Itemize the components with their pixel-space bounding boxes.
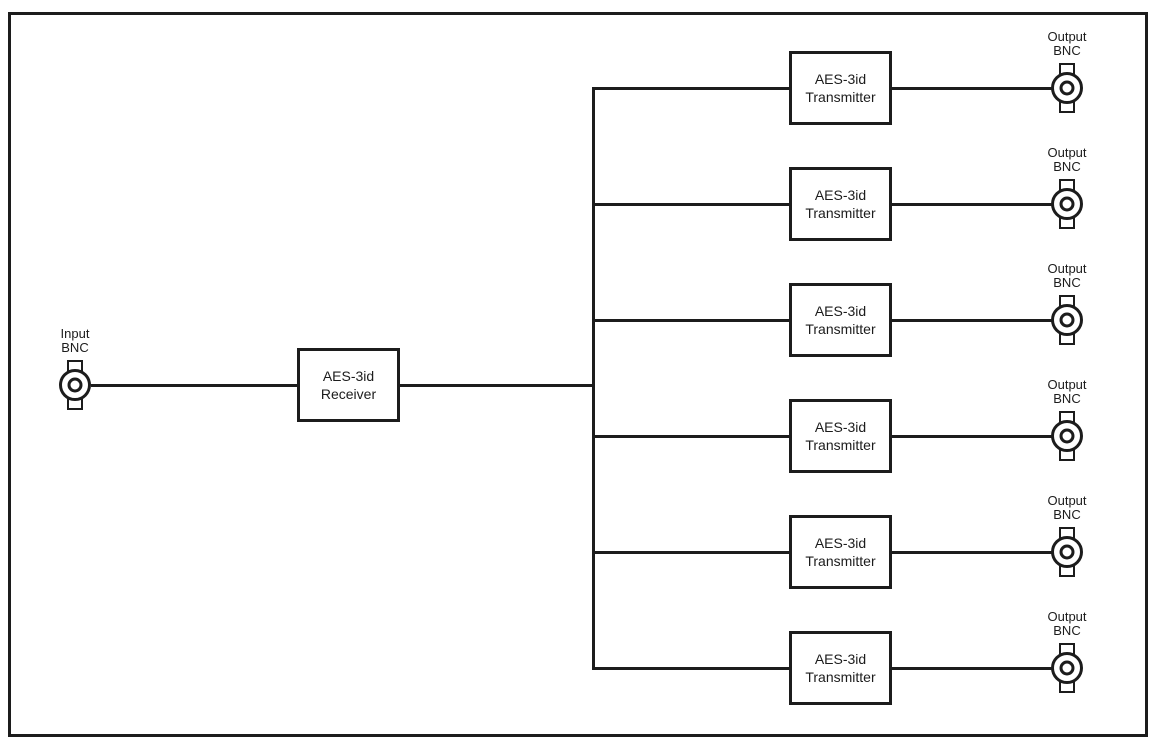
diagram-border: [8, 12, 1148, 737]
transmitter-label-line1: AES-3id: [814, 651, 867, 667]
bnc-inner-ring: [1059, 80, 1075, 96]
output-bnc-label-line1: Output: [1047, 377, 1087, 392]
output-bnc-label-line1: Output: [1047, 609, 1087, 624]
transmitter-to-output-line: [892, 318, 1053, 322]
bnc-outer-ring: [1051, 420, 1083, 452]
output-bnc-connector-icon: [1051, 179, 1083, 229]
output-bnc-label-line2: BNC: [1053, 275, 1081, 290]
bus-to-transmitter-line: [592, 666, 789, 670]
transmitter-to-output-line: [892, 202, 1053, 206]
output-bnc-label-line2: BNC: [1053, 43, 1081, 58]
output-bnc-label: Output BNC: [1027, 378, 1107, 406]
output-bnc-label-line2: BNC: [1053, 159, 1081, 174]
bnc-inner-ring: [1059, 196, 1075, 212]
output-bnc-label: Output BNC: [1027, 262, 1107, 290]
transmitter-to-output-line: [892, 666, 1053, 670]
transmitter-box: AES-3id Transmitter: [789, 515, 892, 589]
bus-to-transmitter-line: [592, 86, 789, 90]
transmitter-label-line2: Transmitter: [805, 553, 876, 569]
output-bnc-label-line1: Output: [1047, 493, 1087, 508]
transmitter-label-line1: AES-3id: [814, 303, 867, 319]
transmitter-label-line1: AES-3id: [814, 187, 867, 203]
receiver-box: AES-3id Receiver: [297, 348, 400, 422]
transmitter-to-output-line: [892, 434, 1053, 438]
bnc-inner-ring: [1059, 660, 1075, 676]
bnc-outer-ring: [1051, 304, 1083, 336]
bnc-inner-ring: [1059, 544, 1075, 560]
output-bnc-connector-icon: [1051, 411, 1083, 461]
bnc-outer-ring: [1051, 652, 1083, 684]
output-bnc-connector-icon: [1051, 63, 1083, 113]
transmitter-to-output-line: [892, 550, 1053, 554]
transmitter-label-line2: Transmitter: [805, 321, 876, 337]
bnc-inner-ring: [1059, 428, 1075, 444]
bus-to-transmitter-line: [592, 202, 789, 206]
transmitter-label-line2: Transmitter: [805, 437, 876, 453]
transmitter-label-line1: AES-3id: [814, 535, 867, 551]
bus-to-transmitter-line: [592, 318, 789, 322]
receiver-label-line2: Receiver: [320, 386, 377, 402]
output-bnc-label: Output BNC: [1027, 610, 1107, 638]
bus-to-transmitter-line: [592, 550, 789, 554]
bnc-outer-ring: [1051, 72, 1083, 104]
transmitter-label-line2: Transmitter: [805, 89, 876, 105]
transmitter-label-line2: Transmitter: [805, 205, 876, 221]
bus-to-transmitter-line: [592, 434, 789, 438]
receiver-label-line1: AES-3id: [322, 368, 375, 384]
output-bnc-label-line1: Output: [1047, 29, 1087, 44]
transmitter-box: AES-3id Transmitter: [789, 399, 892, 473]
bnc-inner-ring: [1059, 312, 1075, 328]
distribution-bus-line: [592, 86, 595, 670]
output-bnc-label-line1: Output: [1047, 261, 1087, 276]
output-bnc-label: Output BNC: [1027, 30, 1107, 58]
bnc-outer-ring: [1051, 536, 1083, 568]
transmitter-box: AES-3id Transmitter: [789, 167, 892, 241]
bnc-outer-ring: [1051, 188, 1083, 220]
output-bnc-connector-icon: [1051, 643, 1083, 693]
output-bnc-label-line2: BNC: [1053, 623, 1081, 638]
output-bnc-connector-icon: [1051, 295, 1083, 345]
input-bnc-label-line1: Input: [60, 326, 90, 341]
transmitter-label-line2: Transmitter: [805, 669, 876, 685]
input-bnc-label-line2: BNC: [61, 340, 89, 355]
input-to-receiver-line: [91, 383, 297, 387]
output-bnc-label: Output BNC: [1027, 146, 1107, 174]
output-bnc-label-line2: BNC: [1053, 391, 1081, 406]
input-bnc-label: Input BNC: [35, 327, 115, 355]
transmitter-box: AES-3id Transmitter: [789, 631, 892, 705]
transmitter-box: AES-3id Transmitter: [789, 283, 892, 357]
transmitter-box: AES-3id Transmitter: [789, 51, 892, 125]
output-bnc-connector-icon: [1051, 527, 1083, 577]
output-bnc-label: Output BNC: [1027, 494, 1107, 522]
input-bnc-connector-icon: [59, 360, 91, 410]
output-bnc-label-line1: Output: [1047, 145, 1087, 160]
bnc-outer-ring: [59, 369, 91, 401]
receiver-to-bus-line: [400, 383, 595, 387]
bnc-inner-ring: [67, 377, 83, 393]
transmitter-label-line1: AES-3id: [814, 419, 867, 435]
transmitter-to-output-line: [892, 86, 1053, 90]
transmitter-label-line1: AES-3id: [814, 71, 867, 87]
output-bnc-label-line2: BNC: [1053, 507, 1081, 522]
